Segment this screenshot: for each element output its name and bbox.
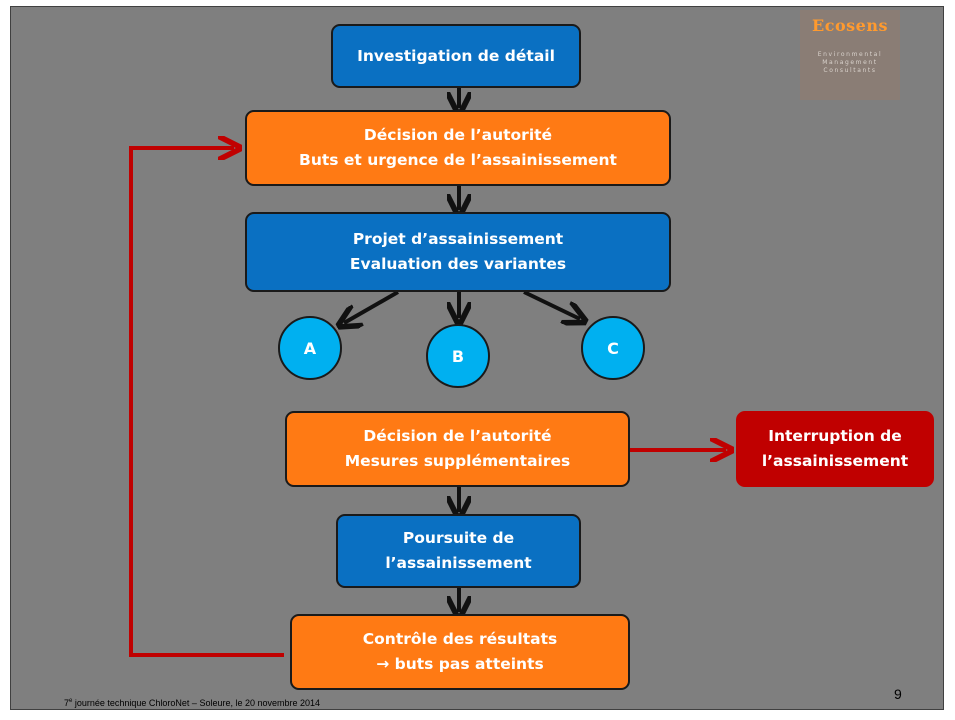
ecosens-logo: Ecosens Environmental Management Consult…	[800, 10, 900, 100]
node-controle: Contrôle des résultats → buts pas attein…	[290, 614, 630, 690]
node-interruption: Interruption de l’assainissement	[736, 411, 934, 487]
variant-c-circle: C	[581, 316, 645, 380]
logo-name: Ecosens	[812, 16, 888, 35]
variant-a-label: A	[303, 338, 317, 358]
logo-tagline: Environmental Management Consultants	[808, 51, 892, 75]
arrow-projet-to-a	[344, 290, 399, 323]
logo-line-2: Management	[822, 59, 878, 66]
footer-caption: journée technique ChloroNet – Soleure, l…	[72, 698, 321, 708]
node-decision-mesures: Décision de l’autorité Mesures supplémen…	[285, 411, 630, 487]
arrow-projet-to-c	[523, 290, 580, 319]
node-decision-buts: Décision de l’autorité Buts et urgence d…	[245, 110, 671, 186]
variant-c-label: C	[607, 338, 619, 358]
page-number: 9	[894, 686, 902, 702]
variant-b-label: B	[451, 346, 465, 366]
logo-line-1: Environmental	[817, 51, 883, 58]
node-projet: Projet d’assainissement Evaluation des v…	[245, 212, 671, 292]
node-projet-label: Projet d’assainissement Evaluation des v…	[349, 230, 567, 273]
footer-ordinal-sup: e	[69, 698, 73, 704]
footer-ordinal: 7	[64, 698, 70, 708]
variant-a-circle: A	[278, 316, 342, 380]
node-controle-label: Contrôle des résultats → buts pas attein…	[362, 630, 558, 673]
node-decision-mesures-label: Décision de l’autorité Mesures supplémen…	[344, 427, 571, 470]
node-decision-buts-label: Décision de l’autorité Buts et urgence d…	[299, 126, 617, 169]
node-interruption-label: Interruption de l’assainissement	[761, 427, 909, 470]
node-investigation: Investigation de détail	[331, 24, 581, 88]
variant-b-circle: B	[426, 324, 490, 388]
logo-line-3: Consultants	[823, 67, 877, 74]
node-poursuite: Poursuite de l’assainissement	[336, 514, 581, 588]
feedback-loop-arrow	[129, 148, 284, 657]
node-poursuite-label: Poursuite de l’assainissement	[385, 529, 532, 572]
footer-text: 7e journée technique ChloroNet – Soleure…	[64, 698, 320, 708]
node-investigation-label: Investigation de détail	[357, 46, 555, 65]
